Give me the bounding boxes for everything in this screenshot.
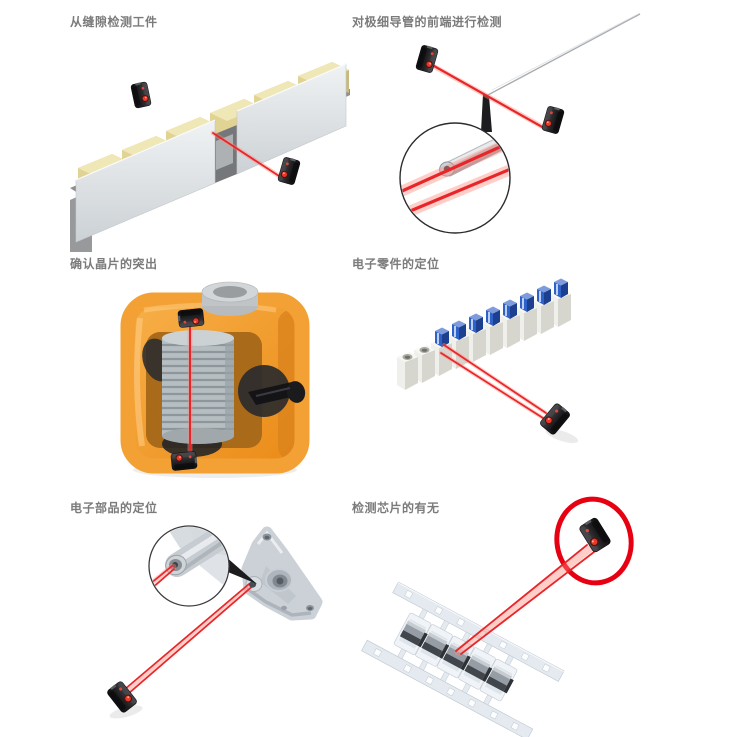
photoelectric-sensor (176, 307, 205, 329)
illustration-wafer-protrusion (120, 281, 310, 478)
laser-beam (210, 130, 282, 179)
caption-fine-tube: 对极细导管的前端进行检测 (352, 15, 503, 29)
block (397, 352, 418, 390)
caption-chip-presence: 检测芯片的有无 (352, 501, 440, 515)
illustration-chip-presence (361, 496, 634, 737)
blue-component (503, 299, 517, 319)
metal-bracket (241, 526, 323, 621)
caption-part-positioning: 电子部品的定位 (70, 501, 158, 515)
blue-component (554, 278, 568, 298)
blue-component (486, 306, 500, 326)
illustration-fine-tube (399, 12, 641, 234)
fine-tube (481, 12, 641, 132)
magnifier-pointer (223, 556, 257, 584)
orange-housing (120, 281, 310, 478)
tape-rail (392, 581, 565, 682)
chip-pockets (393, 608, 518, 706)
tube-tip-pointer (481, 94, 492, 132)
illustration-part-positioning (105, 525, 323, 719)
blue-component (520, 292, 534, 312)
blue-component (469, 313, 483, 333)
illustration-slit-detection (70, 62, 350, 252)
caption-slit-detection: 从缝隙检测工件 (70, 15, 158, 29)
carrier-tape (361, 581, 565, 737)
example-card-slit-detection: 从缝隙检测工件 (70, 10, 350, 252)
photoelectric-sensor (277, 155, 302, 186)
conveyor (70, 62, 350, 252)
photoelectric-sensor (130, 80, 152, 109)
wall-left (75, 119, 216, 243)
tape-rail (361, 639, 534, 737)
laser-beam (439, 343, 548, 420)
blue-component (435, 327, 449, 347)
laser-beam (124, 583, 253, 695)
example-card-component-positioning: 电子零件的定位 (352, 252, 644, 494)
electronic-parts-row (397, 278, 571, 390)
magnifier-circle (148, 525, 230, 607)
caption-component-positioning: 电子零件的定位 (352, 257, 440, 271)
example-card-wafer-protrusion: 确认晶片的突出 (70, 252, 350, 494)
caption-wafer-protrusion: 确认晶片的突出 (70, 257, 158, 271)
top-cap (201, 281, 259, 316)
coil (162, 330, 234, 444)
example-card-fine-tube: 对极细导管的前端进行检测 (352, 10, 644, 252)
annotation-circle (554, 496, 634, 586)
laser-beam (432, 64, 546, 130)
blue-component (537, 285, 551, 305)
laser-beam (454, 544, 595, 656)
blue-component (452, 320, 466, 340)
target-hole (248, 581, 257, 588)
illustration-component-positioning (397, 278, 579, 444)
example-card-chip-presence: 检测芯片的有无 (352, 496, 644, 737)
handle (248, 381, 306, 405)
magnifier-circle (399, 122, 511, 234)
photoelectric-sensor (538, 401, 572, 436)
photoelectric-sensor (170, 450, 199, 472)
example-card-part-positioning: 电子部品的定位 (70, 496, 350, 737)
chips (399, 619, 514, 694)
block (499, 299, 520, 348)
magnified-tube (441, 124, 509, 176)
photoelectric-sensor (541, 104, 566, 135)
